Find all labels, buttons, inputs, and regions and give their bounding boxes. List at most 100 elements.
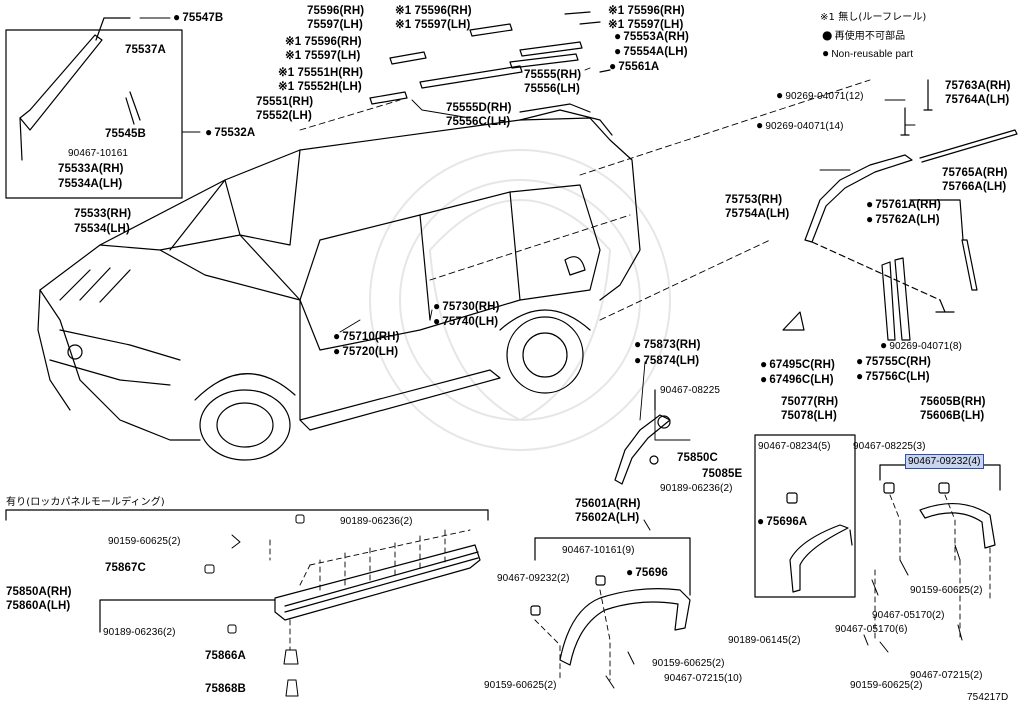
callout-75534[interactable]: 75534(LH) bbox=[74, 223, 130, 235]
callout-90467-07215-10[interactable]: 90467-07215(10) bbox=[664, 673, 743, 684]
callout-67495C[interactable]: 67495C(RH) bbox=[760, 358, 835, 372]
callout-90467-10161[interactable]: 90467-10161 bbox=[68, 148, 129, 159]
callout-75754A[interactable]: 75754A(LH) bbox=[725, 208, 790, 220]
callout-75597-mark1-b[interactable]: ※1 75597(LH) bbox=[285, 50, 361, 62]
callout-75597-mark1-c[interactable]: ※1 75597(LH) bbox=[608, 19, 684, 31]
callout-75696[interactable]: 75696 bbox=[626, 566, 668, 580]
pillar-piece-75545B bbox=[125, 91, 141, 125]
callout-90189-06236-2-c[interactable]: 90189-06236(2) bbox=[103, 627, 176, 638]
callout-90269-04071-12[interactable]: 90269-04071(12) bbox=[776, 89, 864, 103]
callout-75873[interactable]: 75873(RH) bbox=[634, 338, 701, 352]
callout-75534A[interactable]: 75534A(LH) bbox=[58, 178, 123, 190]
arch-75601A bbox=[559, 588, 691, 666]
callout-75605B[interactable]: 75605B(RH) bbox=[920, 396, 986, 408]
callout-75756C[interactable]: 75756C(LH) bbox=[856, 370, 930, 384]
callout-75720[interactable]: 75720(LH) bbox=[333, 345, 398, 359]
box-75077 bbox=[754, 434, 856, 598]
callout-90467-10161-9[interactable]: 90467-10161(9) bbox=[562, 545, 635, 556]
callout-90467-08225-3[interactable]: 90467-08225(3) bbox=[853, 441, 926, 452]
callout-75551[interactable]: 75551(RH) bbox=[256, 96, 314, 108]
callout-75556C[interactable]: 75556C(LH) bbox=[446, 116, 511, 128]
callout-75533A[interactable]: 75533A(RH) bbox=[58, 163, 124, 175]
callout-75554A[interactable]: 75554A(LH) bbox=[614, 45, 688, 59]
callout-75556[interactable]: 75556(LH) bbox=[524, 83, 580, 95]
callout-75753[interactable]: 75753(RH) bbox=[725, 194, 783, 206]
callout-75710[interactable]: 75710(RH) bbox=[333, 330, 400, 344]
callout-75765A[interactable]: 75765A(RH) bbox=[942, 167, 1008, 179]
callout-75078[interactable]: 75078(LH) bbox=[781, 410, 837, 422]
callout-75606B[interactable]: 75606B(LH) bbox=[920, 410, 985, 422]
callout-75850C[interactable]: 75850C bbox=[677, 452, 718, 464]
inset-box-rear-pillar bbox=[5, 29, 183, 199]
callout-90159-60625-2-d[interactable]: 90159-60625(2) bbox=[850, 680, 923, 691]
callout-90467-09232-2[interactable]: 90467-09232(2) bbox=[497, 573, 570, 584]
arch-75605B bbox=[919, 502, 996, 549]
callout-90269-04071-8[interactable]: 90269-04071(8) bbox=[880, 339, 962, 353]
legend-nonreusable: Non-reusable part bbox=[822, 47, 913, 61]
callout-75602A[interactable]: 75602A(LH) bbox=[575, 512, 640, 524]
callout-75740[interactable]: 75740(LH) bbox=[433, 315, 498, 329]
callout-90159-60625-2-c[interactable]: 90159-60625(2) bbox=[910, 585, 983, 596]
callout-75553A[interactable]: 75553A(RH) bbox=[614, 30, 689, 44]
callout-75077[interactable]: 75077(RH) bbox=[781, 396, 839, 408]
callout-90189-06145-2[interactable]: 90189-06145(2) bbox=[728, 635, 801, 646]
callout-90467-05170-6[interactable]: 90467-05170(6) bbox=[835, 624, 908, 635]
callout-75860A[interactable]: 75860A(LH) bbox=[6, 600, 71, 612]
callout-75597[interactable]: 75597(LH) bbox=[307, 19, 363, 31]
legend-reusable: 再使用不可部品 bbox=[822, 29, 906, 43]
callout-75601A[interactable]: 75601A(RH) bbox=[575, 498, 641, 510]
callout-75596-mark1-a[interactable]: ※1 75596(RH) bbox=[395, 5, 472, 17]
leader-lines bbox=[139, 17, 916, 441]
clip-glyphs bbox=[204, 514, 963, 697]
callout-75874[interactable]: 75874(LH) bbox=[634, 354, 699, 368]
callout-75532A[interactable]: 75532A bbox=[205, 126, 255, 140]
callout-90159-60625-2-a[interactable]: 90159-60625(2) bbox=[652, 658, 725, 669]
callout-90159-60625-2-b[interactable]: 90159-60625(2) bbox=[484, 680, 557, 691]
callout-90269-04071-14[interactable]: 90269-04071(14) bbox=[756, 119, 844, 133]
watermark-emblem bbox=[369, 149, 671, 451]
callout-90159-60625-2-e[interactable]: 90159-60625(2) bbox=[108, 536, 181, 547]
callout-75596-mark1-c[interactable]: ※1 75596(RH) bbox=[608, 5, 685, 17]
callout-75766A[interactable]: 75766A(LH) bbox=[942, 181, 1007, 193]
callout-75545B[interactable]: 75545B bbox=[105, 128, 146, 140]
pillar-moulding bbox=[19, 34, 103, 131]
callout-75533[interactable]: 75533(RH) bbox=[74, 208, 132, 220]
callout-75764A[interactable]: 75764A(LH) bbox=[945, 94, 1010, 106]
callout-75596-mark1-b[interactable]: ※1 75596(RH) bbox=[285, 36, 362, 48]
callout-75730[interactable]: 75730(RH) bbox=[433, 300, 500, 314]
callout-75761A[interactable]: 75761A(RH) bbox=[866, 198, 941, 212]
callout-75547B[interactable]: 75547B bbox=[173, 11, 223, 25]
callout-75555[interactable]: 75555(RH) bbox=[524, 69, 582, 81]
right-parts bbox=[782, 79, 1018, 341]
callout-75867C[interactable]: 75867C bbox=[105, 562, 146, 574]
callout-75696A[interactable]: 75696A bbox=[757, 515, 807, 529]
callout-67496C[interactable]: 67496C(LH) bbox=[760, 373, 834, 387]
callout-75561A[interactable]: 75561A bbox=[609, 60, 659, 74]
callout-75755C[interactable]: 75755C(RH) bbox=[856, 355, 931, 369]
callout-75552[interactable]: 75552(LH) bbox=[256, 110, 312, 122]
callout-75850A[interactable]: 75850A(RH) bbox=[6, 586, 72, 598]
callout-90467-08234-5[interactable]: 90467-08234(5) bbox=[758, 441, 831, 452]
legend-mark1: ※1 無し(ルーフレール) bbox=[820, 12, 927, 23]
callout-90189-06236-2a[interactable]: 90189-06236(2) bbox=[660, 483, 733, 494]
callout-75762A[interactable]: 75762A(LH) bbox=[866, 213, 940, 227]
rocker-panel-75850A bbox=[274, 544, 481, 621]
fender-75850C bbox=[614, 389, 671, 485]
callout-75551H[interactable]: ※1 75551H(RH) bbox=[278, 67, 364, 79]
callout-75555D[interactable]: 75555D(RH) bbox=[446, 102, 512, 114]
callout-90467-05170-2[interactable]: 90467-05170(2) bbox=[872, 610, 945, 621]
callout-90189-06236-2-b[interactable]: 90189-06236(2) bbox=[340, 516, 413, 527]
callout-75868B[interactable]: 75868B bbox=[205, 683, 246, 695]
callout-75596[interactable]: 75596(RH) bbox=[307, 5, 365, 17]
callout-75085E[interactable]: 75085E bbox=[702, 468, 743, 480]
section-title-rocker: 有り(ロッカパネルモールディング) bbox=[6, 497, 165, 508]
callout-75552H[interactable]: ※1 75552H(LH) bbox=[278, 81, 362, 93]
callout-75763A[interactable]: 75763A(RH) bbox=[945, 80, 1011, 92]
callout-75866A[interactable]: 75866A bbox=[205, 650, 246, 662]
callout-75537A[interactable]: 75537A bbox=[125, 44, 166, 56]
callout-75597-mark1-a[interactable]: ※1 75597(LH) bbox=[395, 19, 471, 31]
callout-90467-09232-4-highlighted[interactable]: 90467-09232(4) bbox=[905, 454, 984, 469]
callout-90467-08225[interactable]: 90467-08225 bbox=[660, 385, 721, 396]
callout-90467-07215-2[interactable]: 90467-07215(2) bbox=[910, 670, 983, 681]
